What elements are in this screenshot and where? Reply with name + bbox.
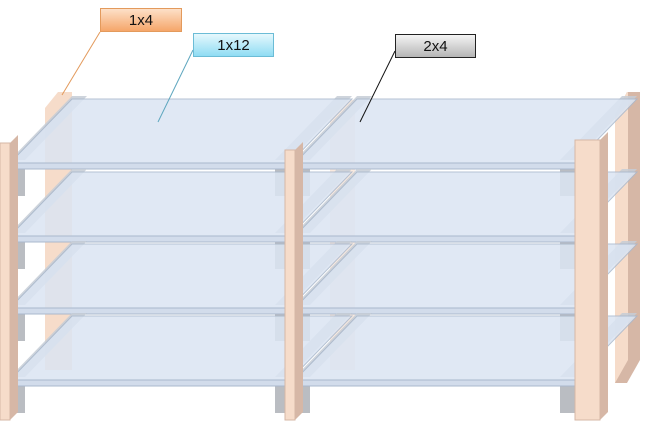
label-1x4: 1x4: [100, 8, 182, 32]
post-front-side: [600, 132, 608, 420]
leader-line-1x12: [157, 49, 194, 123]
leader-line-2x4: [359, 50, 396, 123]
shelf-board-edge: [294, 162, 576, 170]
shelf-board-edge: [294, 379, 576, 387]
post-front-side: [10, 135, 18, 420]
shelf-board-edge: [9, 307, 291, 315]
leader-line-1x4: [61, 31, 101, 96]
shelf-board-edge: [9, 379, 291, 387]
post-front-1x4: [284, 149, 296, 421]
shelf-board-edge: [9, 162, 291, 170]
beam-2x4-end: [560, 380, 575, 413]
label-1x12: 1x12: [193, 33, 274, 57]
post-front-1x4: [574, 139, 601, 421]
post-front-side: [295, 142, 303, 420]
shelf-board-edge: [9, 235, 291, 243]
post-front-1x4: [0, 142, 11, 421]
post-back-right-face: [615, 92, 628, 383]
label-2x4: 2x4: [395, 34, 476, 58]
